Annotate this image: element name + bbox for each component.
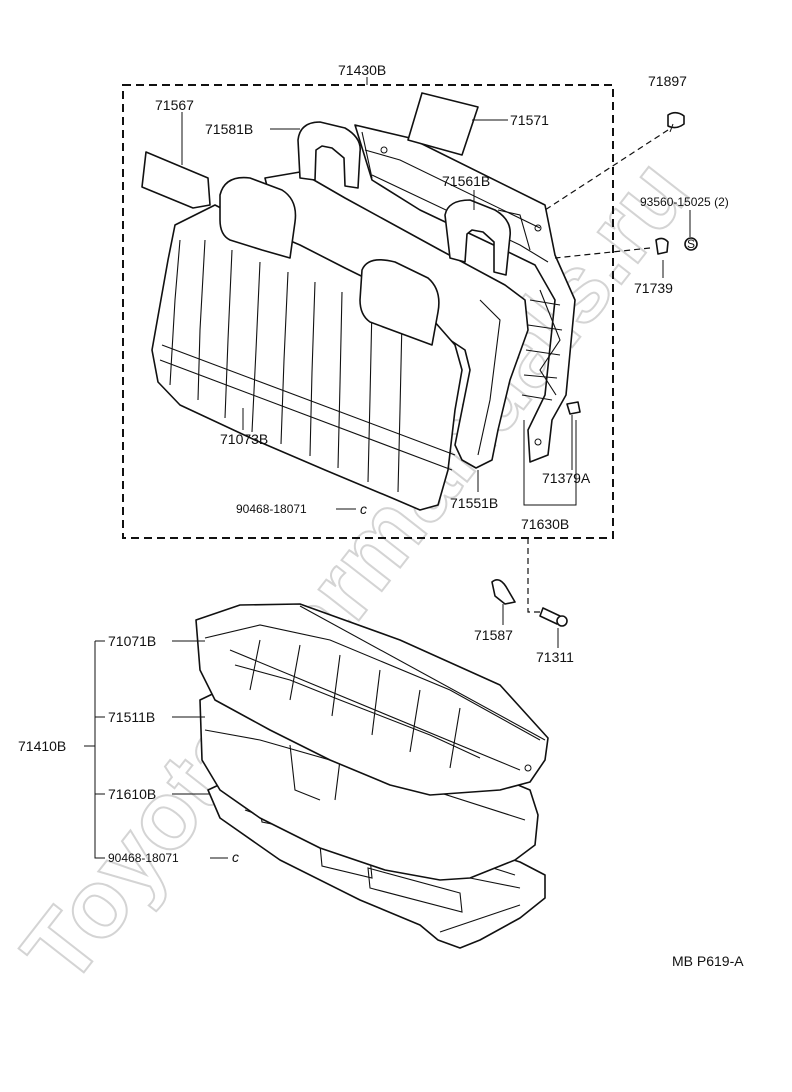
label-71610B: 71610B [108, 786, 156, 802]
cushion-cover [195, 603, 549, 796]
bracket-71587 [491, 579, 516, 605]
headrest-front-left [219, 176, 297, 259]
bolt-71311 [539, 607, 568, 627]
hinge-71379A [566, 401, 581, 415]
diagram-code: MB P619-A [672, 953, 744, 969]
label-71571: 71571 [510, 112, 549, 128]
label-71311: 71311 [536, 649, 574, 665]
seatback-cover [151, 204, 463, 511]
label-71551B: 71551B [450, 495, 498, 511]
label-71587: 71587 [474, 627, 513, 643]
seatback-assembly-box [122, 77, 614, 539]
label-71897: 71897 [648, 73, 687, 89]
c-mark-top: c [360, 501, 367, 517]
c-mark-bottom: c [232, 849, 239, 865]
s-mark: S [687, 237, 695, 251]
label-71630B: 71630B [521, 516, 569, 532]
label-90468-top: 90468-18071 [236, 502, 307, 516]
leader-lines [84, 112, 691, 859]
headrest-front-right [359, 259, 440, 346]
part-labels: 71430B 71567 71581B 71571 71897 71561B 9… [18, 62, 744, 969]
board-71571 [407, 92, 479, 156]
label-71379A: 71379A [542, 470, 591, 486]
label-93560: 93560-15025 (2) [640, 195, 729, 209]
label-71430B: 71430B [338, 62, 386, 78]
label-71071B: 71071B [108, 633, 156, 649]
seatback-frame [354, 124, 576, 463]
label-71561B: 71561B [442, 173, 490, 189]
label-71410B: 71410B [18, 738, 66, 754]
nut-71739 [655, 237, 669, 255]
headrest-support-71581B [297, 121, 362, 189]
label-71567: 71567 [155, 97, 194, 113]
label-71581B: 71581B [205, 121, 253, 137]
label-71073B: 71073B [220, 431, 268, 447]
label-90468-bottom: 90468-18071 [108, 851, 179, 865]
clip-71897 [667, 111, 685, 133]
screw-93560: S [684, 237, 698, 251]
headrest-support-71561B [444, 199, 512, 276]
label-71511B: 71511B [108, 709, 155, 725]
board-71567 [141, 151, 211, 209]
label-71739: 71739 [634, 280, 673, 296]
